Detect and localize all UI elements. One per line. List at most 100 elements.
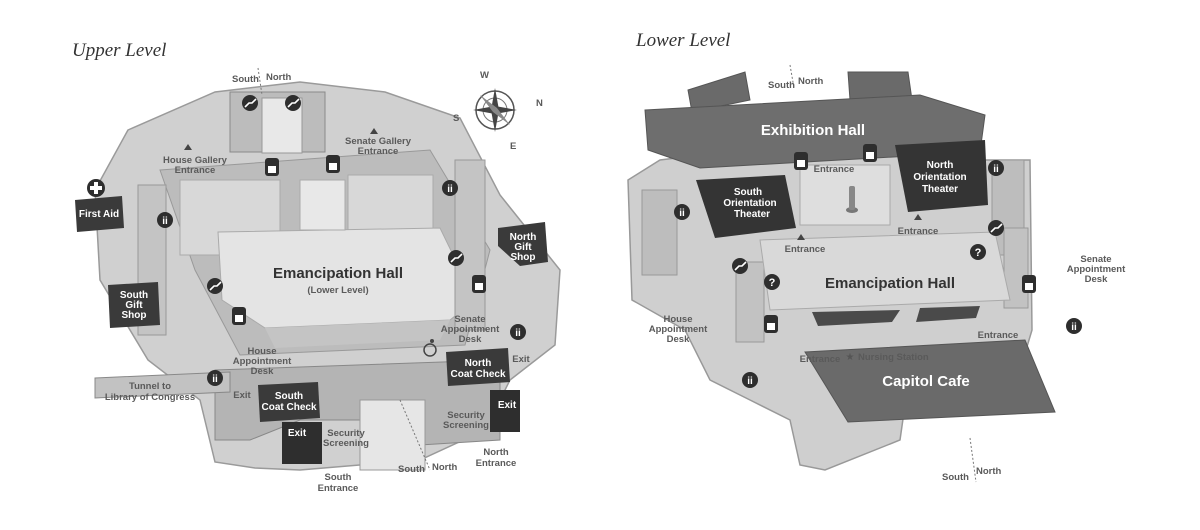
house-appt-lower-1: House xyxy=(663,314,692,325)
info-icon: ? xyxy=(764,274,780,290)
house-appt-lower-2: Appointment xyxy=(649,324,708,335)
svg-text:ii: ii xyxy=(515,328,521,339)
restroom-icon: ii xyxy=(674,204,690,220)
security-south-1: Security xyxy=(327,428,365,439)
wheelchair-icon xyxy=(423,339,437,357)
house-gallery-label-2: Entrance xyxy=(175,165,216,176)
capitol-cafe-room xyxy=(804,339,1056,423)
escalator-icon xyxy=(285,95,301,111)
svg-text:★: ★ xyxy=(846,352,855,363)
capitol-cafe-label: Capitol Cafe xyxy=(882,373,970,390)
elevator-icon xyxy=(794,152,808,170)
restroom-icon: ii xyxy=(1066,318,1082,334)
north-coat-2: Coat Check xyxy=(450,369,505,380)
svg-text:ii: ii xyxy=(993,164,999,175)
lower-level-note: (Lower Level) xyxy=(307,285,368,296)
north-gift-label-2: Gift xyxy=(514,242,532,253)
elevator-icon xyxy=(265,158,279,176)
lower-top-north: North xyxy=(798,76,824,87)
svg-text:ii: ii xyxy=(162,216,168,227)
senate-appt-lower-3: Desk xyxy=(1085,274,1108,285)
south-coat-check-room xyxy=(258,382,320,422)
south-theater-1: South xyxy=(734,187,762,198)
svg-text:ii: ii xyxy=(212,374,218,385)
security-north-1: Security xyxy=(447,410,485,421)
senate-appt-2: Appointment xyxy=(441,324,500,335)
elevator-icon xyxy=(232,307,246,325)
restroom-icon: ii xyxy=(742,372,758,388)
south-gift-label-3: Shop xyxy=(122,310,147,321)
tunnel-to-library xyxy=(94,371,231,399)
nursing-station-label: Nursing Station xyxy=(858,352,929,363)
exit-label-south: Exit xyxy=(288,428,307,439)
statue-icon xyxy=(846,186,858,213)
upper-top-north: North xyxy=(266,72,292,83)
north-gift-shop-room xyxy=(498,222,548,266)
north-gift-label-3: Shop xyxy=(511,252,536,263)
lower-emancipation-label: Emancipation Hall xyxy=(825,275,955,292)
entrance-cafe-right-label: Entrance xyxy=(978,330,1019,341)
north-theater-1: North xyxy=(927,160,954,171)
house-gallery-label-1: House Gallery xyxy=(163,155,228,166)
compass-w: W xyxy=(480,70,489,81)
elevator-icon xyxy=(472,275,486,293)
escalator-icon xyxy=(242,95,258,111)
svg-text:ii: ii xyxy=(1071,322,1077,333)
exit-label-west: Exit xyxy=(233,390,251,401)
upper-bottom-north: North xyxy=(432,462,458,473)
senate-appt-1: Senate xyxy=(454,314,485,325)
senate-appt-3: Desk xyxy=(459,334,482,345)
elevator-icon xyxy=(326,155,340,173)
entrance-cafe-left-label: Entrance xyxy=(800,354,841,365)
north-exit-room xyxy=(490,390,520,432)
upper-bottom-south: South xyxy=(398,464,425,475)
first-aid-room xyxy=(75,196,124,232)
info-icon: ? xyxy=(970,244,986,260)
south-entrance-2: Entrance xyxy=(318,483,359,494)
first-aid-icon xyxy=(87,179,105,197)
security-south-2: Screening xyxy=(323,438,369,449)
house-appt-2: Appointment xyxy=(233,356,292,367)
first-aid-label: First Aid xyxy=(79,209,119,220)
compass-n: N xyxy=(536,98,543,109)
svg-text:ii: ii xyxy=(679,208,685,219)
restroom-icon: ii xyxy=(510,324,526,340)
house-appt-1: House xyxy=(247,346,276,357)
compass-e: E xyxy=(510,141,516,152)
lower-bottom-north: North xyxy=(976,466,1002,477)
south-orientation-theater xyxy=(696,175,796,238)
house-appt-lower-3: Desk xyxy=(667,334,690,345)
entrance-north-theater-label: Entrance xyxy=(898,226,939,237)
house-appt-3: Desk xyxy=(251,366,274,377)
svg-text:?: ? xyxy=(769,277,776,289)
south-gift-shop-room xyxy=(108,282,160,328)
south-exit-room xyxy=(282,422,322,464)
tunnel-label-2: Library of Congress xyxy=(105,392,195,403)
upper-level-map: ii ii ii ii W N S E South North House Ga… xyxy=(75,67,561,494)
nursing-station-star-icon: ★ xyxy=(846,352,855,363)
upper-level-title: Upper Level xyxy=(72,40,167,61)
elevator-icon xyxy=(764,315,778,333)
north-coat-1: North xyxy=(465,358,492,369)
south-gift-label-2: Gift xyxy=(125,300,143,311)
upper-top-south: South xyxy=(232,74,259,85)
restroom-icon: ii xyxy=(157,212,173,228)
exit-label-north: Exit xyxy=(498,400,517,411)
security-north-2: Screening xyxy=(443,420,489,431)
escalator-icon xyxy=(448,250,464,266)
escalator-icon xyxy=(988,220,1004,236)
compass-s: S xyxy=(453,113,459,124)
south-theater-3: Theater xyxy=(734,209,770,220)
exit-label-east: Exit xyxy=(512,354,530,365)
north-theater-2: Orientation xyxy=(913,172,966,183)
south-entrance-1: South xyxy=(325,472,352,483)
south-coat-1: South xyxy=(275,391,303,402)
north-entrance-1: North xyxy=(483,447,509,458)
south-theater-2: Orientation xyxy=(723,198,776,209)
tunnel-label-1: Tunnel to xyxy=(129,381,171,392)
lower-level-title: Lower Level xyxy=(636,30,731,51)
senate-gallery-label-2: Entrance xyxy=(358,146,399,157)
compass-rose-icon xyxy=(473,88,517,132)
svg-text:ii: ii xyxy=(447,184,453,195)
restroom-icon: ii xyxy=(207,370,223,386)
